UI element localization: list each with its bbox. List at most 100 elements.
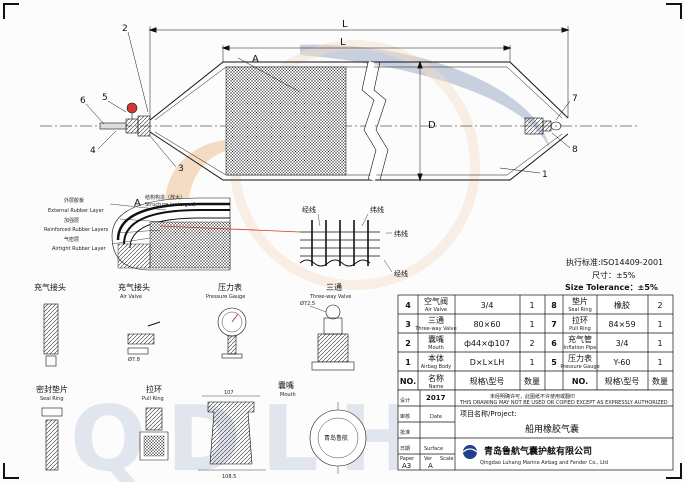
tb-surface-label: Surface [424,446,443,452]
bom-header-spec: 规格\型号 [470,376,505,386]
structure-title-cn: 结构构造（放大） [145,194,185,201]
dim-l-outer: L [342,19,348,30]
bom-rows: 4 空气阀 Air Valve 3/4 1 8 垫片 Seal Ring 橡胶 … [400,296,668,390]
dim-l-inner: L [340,37,346,48]
bom-spec: 84×59 [608,320,635,329]
parts-labels: 充气接头 Air Valve 充气接头 Ø7.8 压力表 Pressure Ga… [34,282,351,480]
airbag-main-view [40,26,640,182]
bom-qty: 1 [657,339,662,348]
airtight-layer-cn: 气密层 [64,236,79,243]
table-row: 4 空气阀 Air Valve 3/4 1 8 垫片 Seal Ring 橡胶 … [405,296,662,313]
bom-spec: 3/4 [616,339,629,348]
bom-name-cn: 三通 [428,315,444,325]
main-view-labels: L L D A 1 2 3 4 5 6 7 8 [80,19,578,180]
bom-name-en: Airbag Body [421,364,452,370]
company-logo-icon [463,445,477,459]
air-valve-label-cn: 充气接头 [34,282,66,292]
layer-section-a [225,66,347,176]
structure-title-en: Structure (enlarged) [145,202,196,208]
tb-date-label: Date [430,414,442,420]
mouth-dim-bottom: 108.5 [222,474,236,480]
watermark-text: QDLH [70,387,434,482]
bom-header-spec-r: 规格\型号 [605,376,640,386]
external-layer-en: External Rubber Layer [48,208,105,214]
callout-1: 1 [542,170,548,180]
external-layer-cn: 外层胶板 [64,197,84,204]
pull-ring-label-en: Pull Ring [142,396,164,402]
bom-qty: 1 [657,320,662,329]
gauge-label-cn: 压力表 [218,282,242,292]
bom-name-cn: 空气阀 [424,296,448,306]
warp-label-top: 经线 [302,205,316,214]
bom-name-cn: 本体 [428,353,444,363]
bom-qty: 1 [529,301,534,310]
bom-spec: 80×60 [473,320,500,329]
weft-label-top: 纬线 [370,205,384,214]
bom-spec: 3/4 [481,301,494,310]
left-end-fitting [137,115,151,137]
table-row: 3 三通 Three-way Valve 80×60 1 7 拉环 Pull R… [405,315,662,332]
bom-name-en: Pull Ring [569,326,591,332]
tee-label-en: Three-way Valve [309,294,351,300]
title-block [397,389,674,471]
seal-ring-drawing [41,407,63,417]
tb-paper-label: Paper [400,456,415,462]
bom-no: 7 [551,320,557,329]
parts-drawings [41,303,367,474]
weft-label-right: 纬线 [394,229,408,238]
bom-no: 1 [405,358,411,367]
bom-name-en: Seal Ring [568,307,592,313]
bom-spec: Y-60 [612,358,630,367]
bom-spec: ф44×ф107 [464,339,510,348]
bom-name-en: Air Valve [425,307,447,313]
right-end-fitting [524,117,544,135]
tb-year: 2017 [426,394,446,402]
bom-header-name-en: Name [429,384,444,390]
bom-header-no-r: NO. [572,377,588,386]
weave-labels: 经线 纬线 纬线 经线 [302,205,408,278]
bom-header-qty-r: 数量 [652,376,668,386]
air-valve-label-cn-2: 充气接头 [118,282,150,292]
bom-header-name-cn: 名称 [428,373,444,383]
table-row: 1 本体 Airbag Body D×L×LH 1 5 压力表 Pressure… [405,353,662,370]
structure-labels: 结构构造（放大） Structure (enlarged) A 外层胶板 Ext… [44,194,196,252]
mouth-label-cn: 囊嘴 [278,380,294,390]
tb-company-en: Qingdao Luhang Marine Airbag and Fender … [480,460,608,466]
reinforced-layer-cn: 加强层 [64,217,79,224]
air-valve-label-en: Air Valve [120,294,142,300]
tb-paper-value: A3 [402,462,411,470]
frame-corner-top-left [3,3,19,19]
bom-qty: 1 [529,320,534,329]
bom-name-cn: 充气管 [568,334,592,344]
bom-header-qty: 数量 [524,376,540,386]
seal-ring-label-cn: 密封垫片 [36,384,68,394]
tb-ver-label: Ver [424,456,433,462]
air-valve-dim: Ø7.8 [128,356,140,363]
bom-name-en: Inflation Pipe [564,345,597,351]
tb-company-cn: 青岛鲁航气囊护舷有限公司 [484,445,592,457]
label-a-main: A [252,54,259,65]
tb-project-label: 项目名称/Project: [460,409,517,418]
mouth-label-en: Mouth [280,392,296,398]
frame-corner-bottom-right [666,463,682,479]
air-valve-drawing [43,303,59,355]
callout-4: 4 [90,146,96,156]
seal-ring-label-en: Seal Ring [40,396,64,402]
tb-ver-value: A [428,462,433,470]
tb-scale-label: Scale [440,456,453,462]
bom-header-no: NO. [400,377,416,386]
mouth-dim-top: 107 [224,390,234,396]
bom-name-cn: 囊嘴 [428,334,444,344]
airtight-layer-en: Airtight Rubber Layer [52,246,106,252]
tee-dim: Ø72.5 [300,300,315,307]
bom-name-cn: 垫片 [572,296,588,306]
size-tolerance-en: Size Tolerance：±5% [565,283,658,292]
tee-label-cn: 三通 [326,282,342,292]
title-block-text: 设计 审核 批准 日期 2017 Date Surface Paper Ver … [400,393,668,470]
tb-left-label-1: 设计 [400,397,410,404]
execution-standard: 执行标准:ISO14409-2001 [566,257,663,267]
dim-d: D [428,120,436,131]
callout-7: 7 [572,94,578,104]
tb-left-label-3: 批准 [400,429,410,436]
